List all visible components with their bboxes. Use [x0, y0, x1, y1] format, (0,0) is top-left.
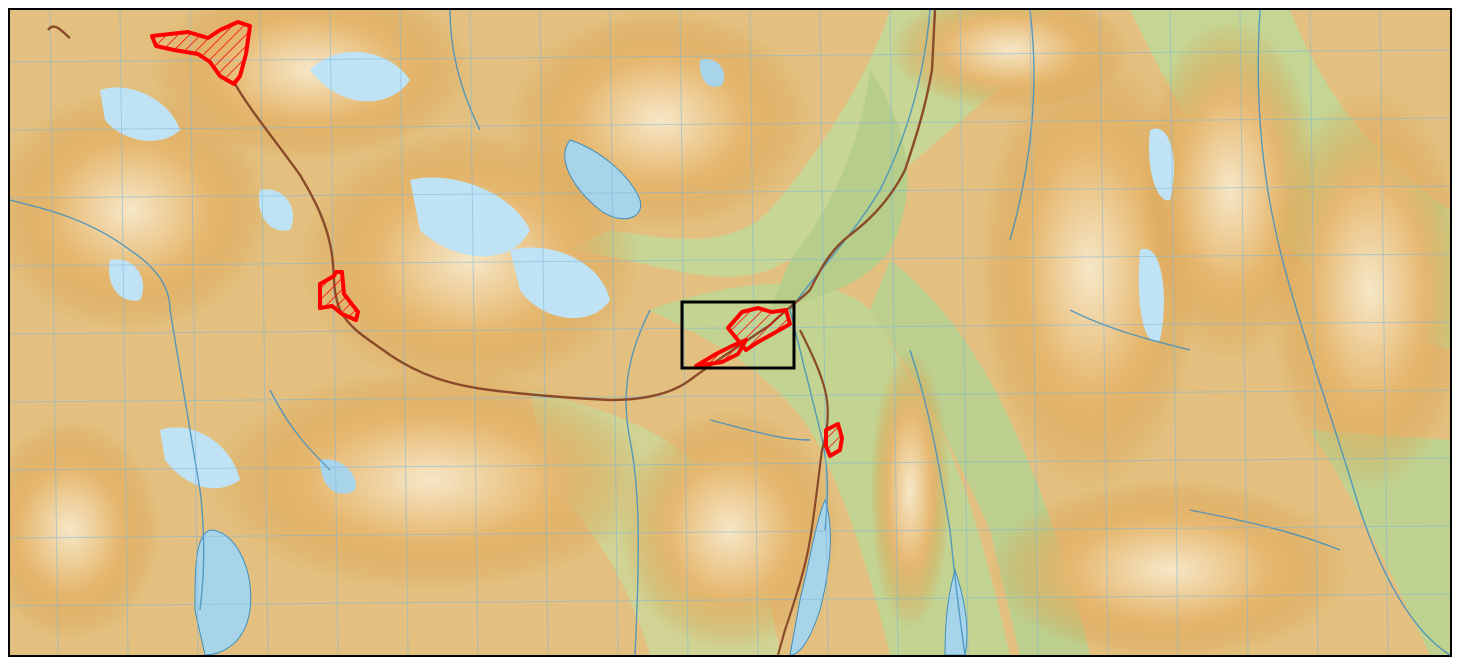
highlight-area-5 [824, 422, 844, 458]
map-canvas [10, 10, 1450, 655]
study-area-box [680, 300, 796, 370]
highlight-area-1 [150, 20, 252, 86]
road-south [776, 329, 829, 655]
mountain-relief [10, 10, 1450, 655]
topographic-map [8, 8, 1452, 657]
highlight-area-4 [694, 338, 748, 368]
road-track [47, 10, 937, 402]
highlight-area-2 [318, 270, 360, 322]
highlighted-areas [150, 20, 844, 458]
